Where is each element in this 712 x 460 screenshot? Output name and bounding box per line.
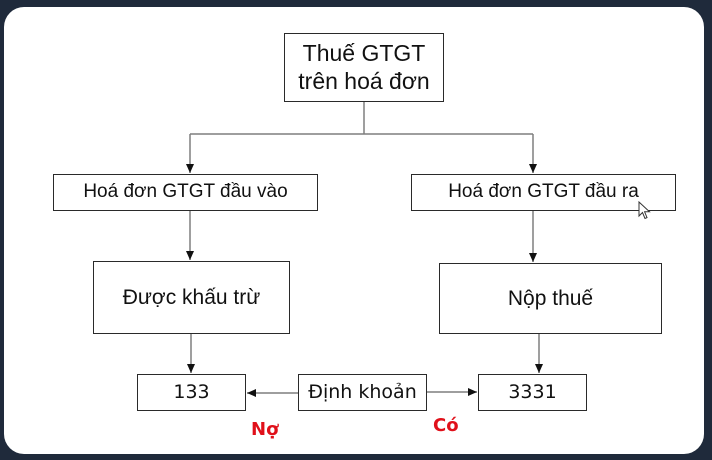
- account-3331-label: 3331: [508, 381, 557, 404]
- input-invoice-node: Hoá đơn GTGT đầu vào: [53, 174, 318, 211]
- debit-label: Nợ: [251, 419, 279, 440]
- deductible-label: Được khấu trừ: [122, 285, 261, 309]
- output-invoice-label: Hoá đơn GTGT đầu ra: [448, 181, 639, 203]
- root-node-vat-on-invoice: Thuế GTGT trên hoá đơn: [284, 33, 444, 102]
- output-invoice-node: Hoá đơn GTGT đầu ra: [411, 174, 676, 211]
- pay-tax-node: Nộp thuế: [439, 263, 662, 334]
- account-3331-node: 3331: [478, 374, 587, 411]
- deductible-node: Được khấu trừ: [93, 261, 290, 334]
- root-line-1: Thuế GTGT: [302, 39, 426, 66]
- mouse-pointer-icon: [638, 201, 651, 220]
- journal-entry-node: Định khoản: [298, 374, 427, 411]
- credit-label: Có: [433, 415, 459, 436]
- account-133-node: 133: [137, 374, 246, 411]
- journal-entry-label: Định khoản: [308, 381, 417, 404]
- input-invoice-label: Hoá đơn GTGT đầu vào: [83, 181, 288, 203]
- pay-tax-label: Nộp thuế: [507, 286, 594, 310]
- root-line-2: trên hoá đơn: [298, 67, 430, 94]
- account-133-label: 133: [173, 381, 210, 404]
